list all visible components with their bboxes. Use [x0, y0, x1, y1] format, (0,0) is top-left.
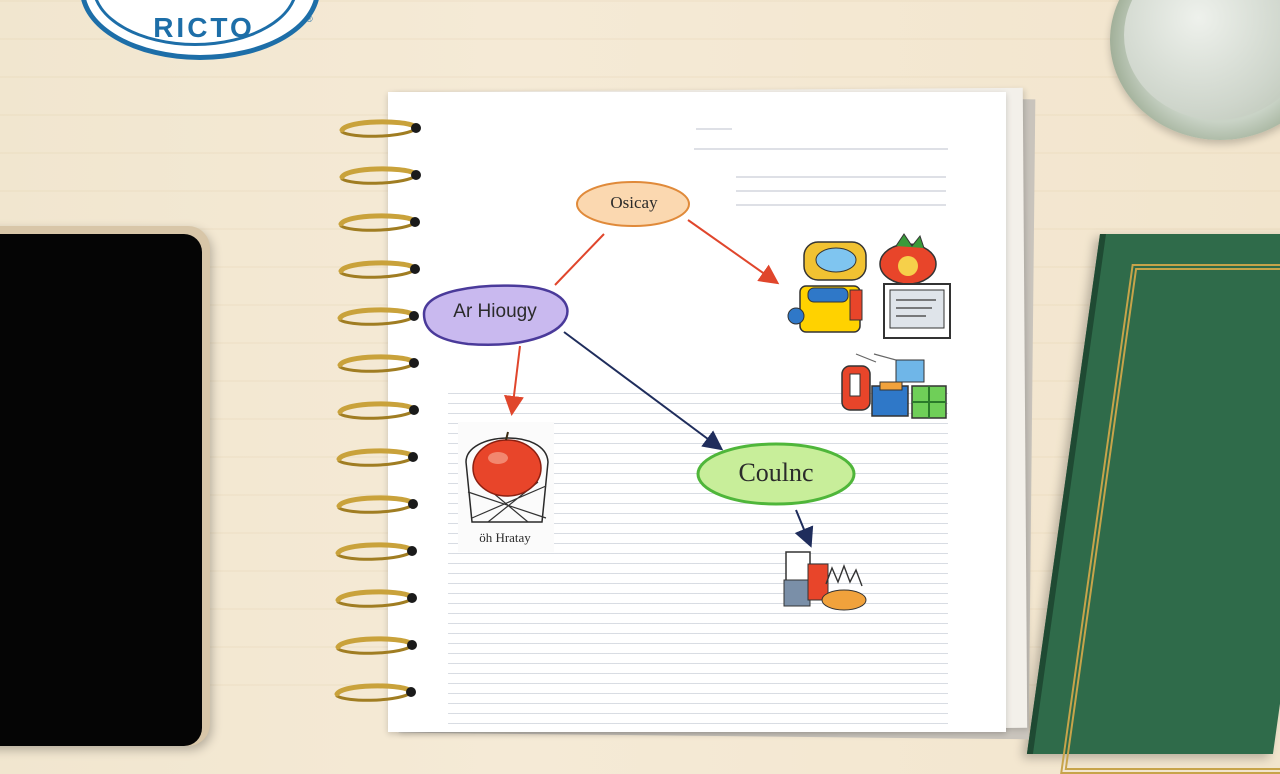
phone-screen — [0, 234, 202, 746]
node-left-label: Ar Hiougy — [453, 301, 537, 322]
node-right-oval — [696, 442, 856, 506]
toys-cluster-icon — [787, 233, 951, 339]
arrow-top-to-left — [554, 233, 605, 286]
spiral-ring — [339, 166, 421, 185]
arrow-right-to-items — [794, 509, 814, 548]
arrow-left-to-right — [563, 331, 724, 451]
spiral-ring — [339, 119, 421, 138]
node-top-oval — [576, 181, 690, 227]
node-right-label: Coulnc — [738, 458, 814, 487]
spiral-ring — [337, 354, 419, 373]
spiral-ring — [337, 401, 419, 420]
logo-registered-mark: ® — [306, 14, 313, 24]
mind-map-diagram — [422, 181, 856, 548]
apple-basket-sticker — [458, 422, 554, 552]
arrow-top-to-icons — [687, 219, 780, 285]
spiral-ring — [337, 307, 419, 326]
notebook-header-lines — [694, 128, 948, 206]
brand-logo: RICTO — [80, 0, 320, 60]
spiral-ring — [338, 260, 420, 279]
spiral-ring — [335, 542, 417, 561]
node-top-label: Osicay — [610, 193, 658, 212]
node-left-oval — [422, 284, 569, 346]
apple-caption: öh Hratay — [479, 530, 531, 545]
arrow-left-to-apple — [503, 345, 524, 416]
smartphone — [0, 226, 210, 746]
gifts-cluster-icon — [841, 353, 947, 419]
household-items-icon — [783, 551, 867, 611]
spiral-ring — [336, 448, 418, 467]
spiral-ring — [338, 213, 420, 232]
spiral-ring — [335, 636, 417, 655]
spiral-ring — [335, 589, 417, 608]
logo-text: RICTO — [153, 12, 255, 43]
apple-basket-icon — [465, 431, 549, 523]
spiral-ring — [336, 495, 418, 514]
spiral-ring — [334, 683, 416, 702]
